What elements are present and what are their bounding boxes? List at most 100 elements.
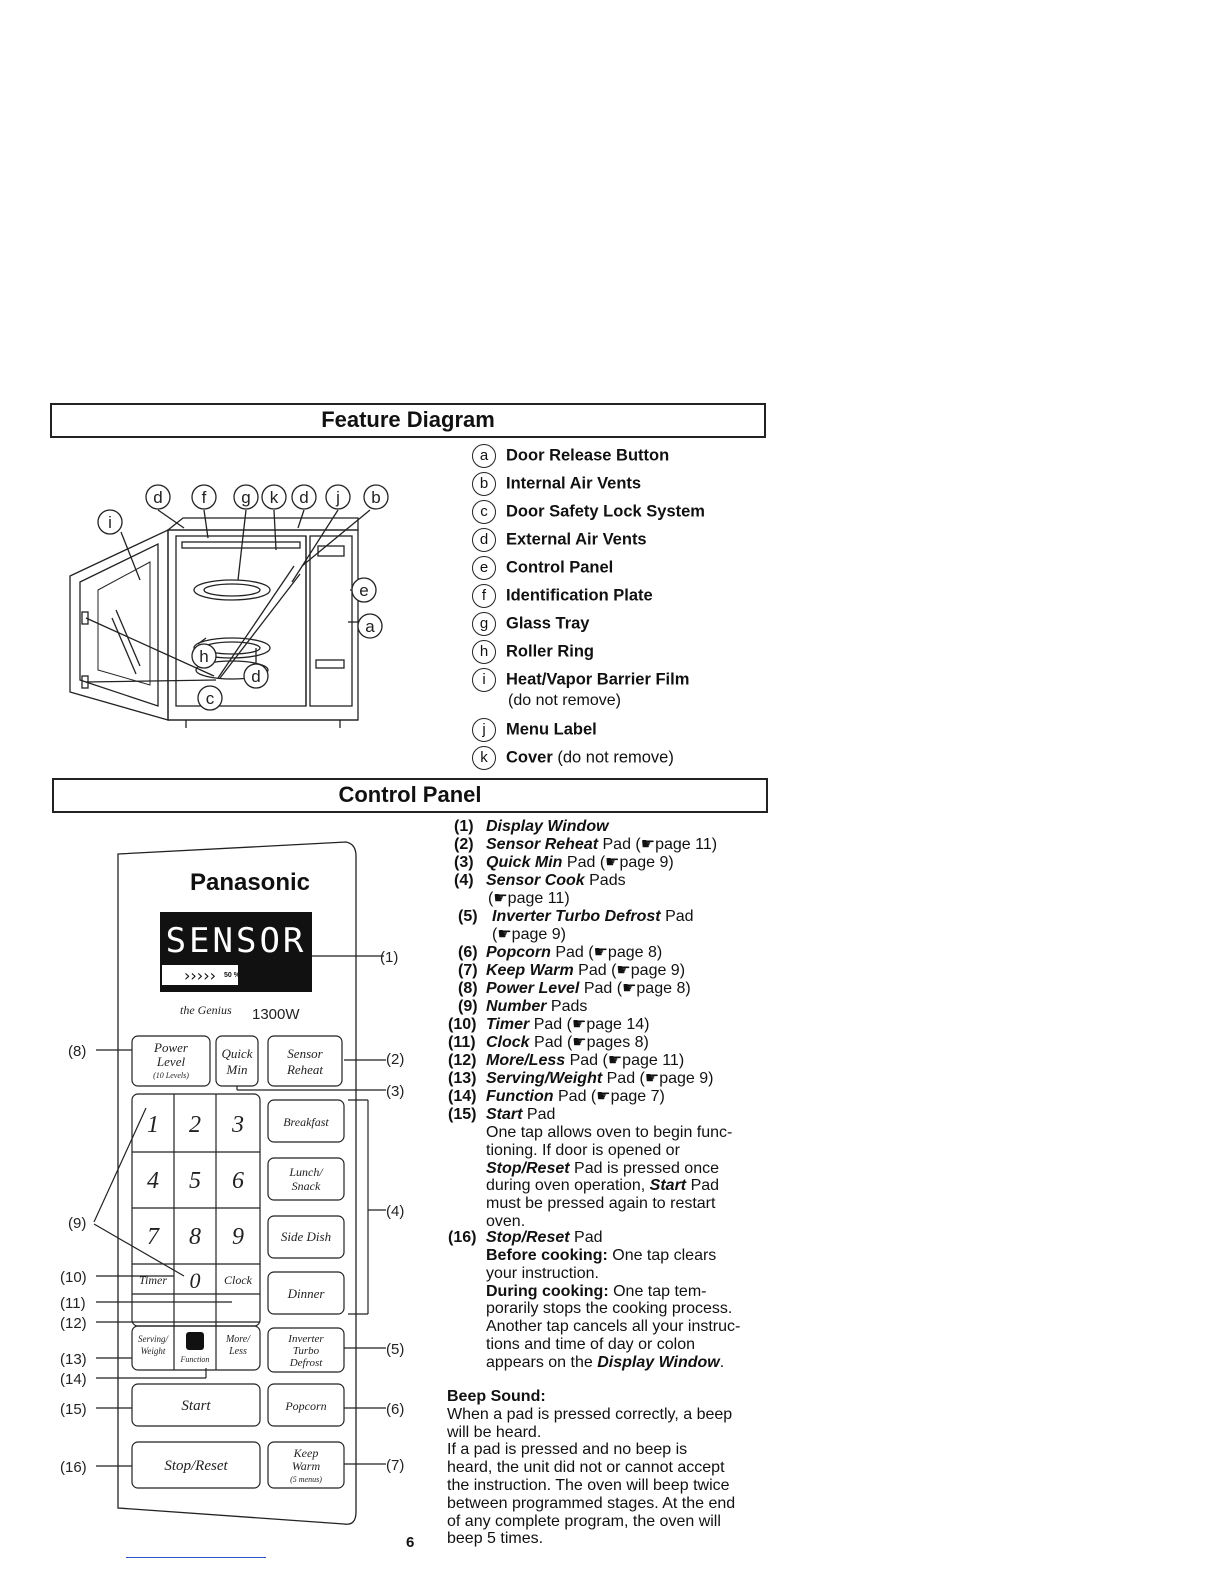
item-rest: Pads	[546, 998, 588, 1015]
item-name: Display Window	[486, 818, 609, 835]
desc-line: Stop/Reset Pad is pressed once	[486, 1160, 776, 1178]
power-level-pad[interactable]	[131, 1035, 211, 1087]
callout-9: (9)	[68, 1215, 86, 1232]
item-number: (11)	[448, 1034, 476, 1051]
callout-13: (13)	[60, 1351, 87, 1368]
inverter-label-3: Defrost	[289, 1357, 324, 1369]
feature-diagram-header: Feature Diagram	[50, 403, 766, 438]
item-rest: Pad	[660, 908, 694, 925]
timer-label: Timer	[139, 1273, 167, 1287]
item-number: (2)	[454, 836, 474, 853]
item-number: (1)	[454, 818, 474, 835]
control-panel-drawing: Panasonic SENSOR ››››› 50 % the Genius 1…	[60, 841, 404, 1525]
item-name: Quick Min	[486, 854, 563, 871]
inverter-label-2: Turbo	[293, 1345, 320, 1357]
digit-1: 1	[147, 1112, 159, 1138]
item-name: Power Level	[486, 980, 580, 997]
start-description: One tap allows oven to begin func- tioni…	[486, 1124, 776, 1231]
digit-9: 9	[232, 1224, 244, 1250]
quick-min-pad[interactable]	[215, 1035, 259, 1087]
item-number: (6)	[458, 944, 478, 961]
item-number: (7)	[458, 962, 478, 979]
item-name: More/Less	[486, 1052, 566, 1069]
item-number: (12)	[448, 1052, 477, 1069]
keep-warm-pad[interactable]	[267, 1441, 345, 1489]
stop-reset-description: Before cooking: One tap clears your inst…	[486, 1247, 776, 1372]
desc-line: porarily stops the cooking process.	[486, 1300, 733, 1318]
wattage: 1300W	[252, 1006, 300, 1023]
panel-outline	[117, 841, 357, 1525]
label-a: a	[365, 617, 375, 636]
desc-line: oven.	[486, 1212, 526, 1230]
legend-label: Door Release Button	[506, 446, 670, 465]
item-rest: Pads	[584, 872, 626, 889]
dinner-label: Dinner	[287, 1286, 326, 1301]
beep-line: will be heard.	[447, 1423, 542, 1441]
item-rest: Pad (☛page 8)	[550, 944, 663, 961]
beep-line: When a pad is pressed correctly, a beep	[447, 1405, 733, 1423]
callout-1: (1)	[380, 949, 398, 966]
callout-16: (16)	[60, 1459, 87, 1476]
beep-line: of any complete program, the oven will	[447, 1512, 721, 1530]
keep-warm-label-2: Warm	[292, 1459, 321, 1473]
breakfast-pad[interactable]	[267, 1099, 345, 1143]
desc-line: During cooking: One tap tem-	[486, 1283, 776, 1301]
desc-text: Pad is pressed once	[569, 1159, 719, 1177]
desc-line: One tap allows oven to begin func-	[486, 1124, 733, 1141]
item-number: (15)	[448, 1106, 477, 1123]
label-k: k	[270, 488, 279, 507]
quick-label-2: Min	[226, 1062, 248, 1077]
lunch-snack-pad[interactable]	[267, 1157, 345, 1201]
item-rest: Pad	[522, 1106, 556, 1123]
item-rest: Pad (☛page 11)	[565, 1052, 685, 1069]
inverter-turbo-defrost-pad[interactable]	[267, 1327, 345, 1373]
desc-text: One tap clears	[607, 1247, 717, 1264]
keep-warm-label-3: (5 menus)	[290, 1475, 322, 1484]
callout-8: (8)	[68, 1043, 86, 1060]
item-rest: Pad (☛page 8)	[579, 980, 691, 997]
digit-4: 4	[147, 1168, 159, 1194]
digit-2: 2	[189, 1112, 201, 1138]
desc-emphasis: Display Window	[597, 1353, 720, 1371]
desc-line: Another tap cancels all your instruc-	[486, 1318, 741, 1336]
side-dish-label: Side Dish	[281, 1229, 331, 1244]
callout-12: (12)	[60, 1315, 87, 1332]
desc-text: appears on the	[486, 1353, 598, 1371]
sensor-reheat-pad[interactable]	[267, 1035, 343, 1087]
serving-function-row	[131, 1325, 261, 1371]
power-label: Power	[153, 1040, 189, 1055]
stop-reset-pad[interactable]	[131, 1441, 261, 1489]
label-d2: d	[299, 488, 308, 507]
popcorn-pad[interactable]	[267, 1383, 345, 1427]
callout-4: (4)	[386, 1203, 404, 1220]
inverter-label: Inverter	[287, 1333, 324, 1345]
desc-line: Before cooking: One tap clears	[486, 1247, 776, 1265]
item-number: (4)	[454, 872, 474, 889]
item-name: Sensor Reheat	[486, 836, 599, 853]
desc-line: must be pressed again to restart	[486, 1195, 716, 1213]
desc-text: One tap tem-	[608, 1282, 707, 1300]
item-name: Serving/Weight	[486, 1070, 603, 1087]
callout-3: (3)	[386, 1083, 404, 1100]
svg-text:›››››: ›››››	[184, 966, 216, 985]
start-pad[interactable]	[131, 1383, 261, 1427]
callout-11: (11)	[60, 1295, 86, 1312]
label-g: g	[241, 488, 250, 507]
item-number: (10)	[448, 1016, 477, 1033]
beep-line: between programmed stages. At the end	[447, 1494, 736, 1512]
start-label: Start	[181, 1398, 211, 1414]
page-number: 6	[406, 1534, 415, 1551]
item-number: (16)	[448, 1229, 477, 1246]
desc-text: .	[719, 1353, 725, 1371]
dinner-pad[interactable]	[267, 1271, 345, 1315]
beep-line: beep 5 times.	[447, 1530, 544, 1548]
digit-0: 0	[190, 1268, 201, 1293]
letter-circle: h	[472, 640, 496, 664]
item-name: Popcorn	[486, 944, 551, 961]
side-dish-pad[interactable]	[267, 1215, 345, 1259]
